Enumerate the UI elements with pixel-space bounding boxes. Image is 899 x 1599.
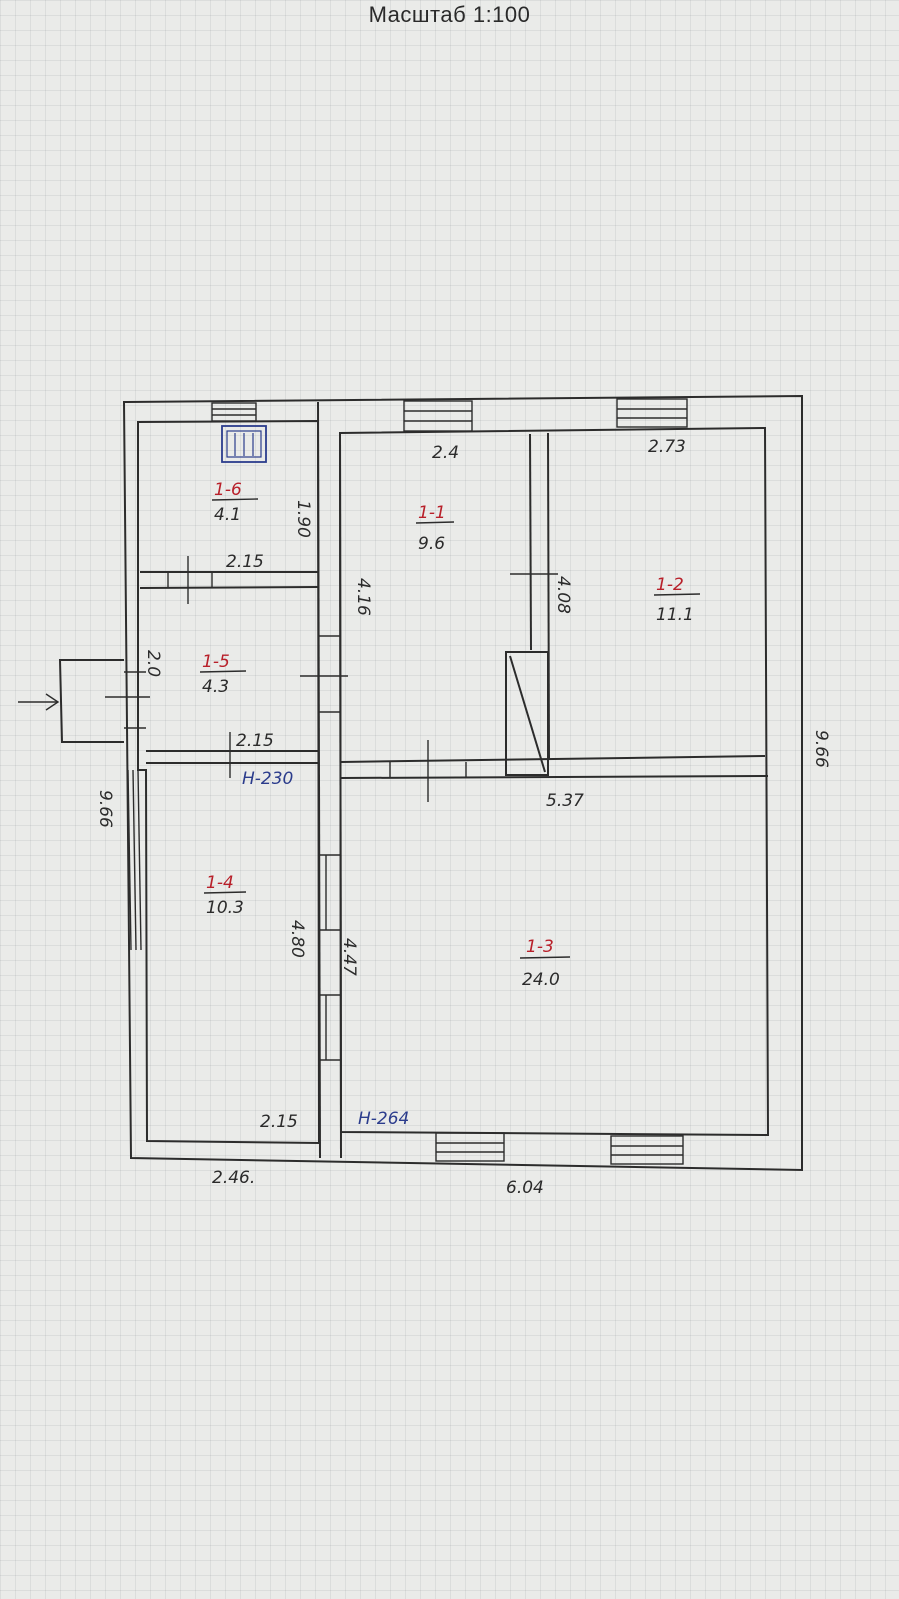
height-marks: H-230 H-264 <box>242 769 409 1129</box>
room-label-1-6: 1-6 4.1 <box>211 480 259 525</box>
room-label-1-3: 1-3 24.0 <box>519 937 571 990</box>
room-area: 10.3 <box>206 898 244 918</box>
room-label-1-5: 1-5 4.3 <box>199 652 247 697</box>
dim-outer-left: 9.66 <box>95 790 115 828</box>
window-top-1-1 <box>403 400 473 432</box>
room-area: 4.1 <box>214 505 241 525</box>
room-label-1-4: 1-4 10.3 <box>203 873 247 918</box>
window-top-1-6 <box>211 402 257 422</box>
stair-block <box>505 651 549 776</box>
window-left-1-4 <box>127 769 142 951</box>
dim-height-1-6: 1.90 <box>293 500 313 538</box>
stove-icon <box>221 425 267 463</box>
dim-bottom-right: 6.04 <box>506 1178 544 1198</box>
room-label-1-1: 1-1 9.6 <box>415 503 455 554</box>
dim-top-1-2: 2.73 <box>648 437 686 457</box>
stair-diagonal <box>509 655 546 773</box>
room-label-1-2: 1-2 11.1 <box>653 575 701 625</box>
room-id: 1-5 <box>202 652 230 672</box>
room-area: 24.0 <box>522 970 560 990</box>
partition-left-inner <box>339 432 342 1159</box>
wall-1-1-1-2-a <box>529 433 532 651</box>
dim-bottom-left: 2.46. <box>212 1168 255 1188</box>
room-id: 1-2 <box>656 575 684 595</box>
height-mark-right: H-264 <box>358 1109 409 1129</box>
wall-upper-lower-b <box>340 775 769 779</box>
dim-height-1-1: 4.16 <box>353 578 373 616</box>
right-block-inner-line <box>338 426 770 1137</box>
scale-title: Масштаб 1:100 <box>368 2 531 27</box>
partition-left <box>317 401 321 1159</box>
dim-width-1-5: 2.15 <box>236 731 274 751</box>
room-id: 1-4 <box>206 873 234 893</box>
room-area: 4.3 <box>202 677 229 697</box>
dimensions: 2.4 2.73 1.90 2.15 2.0 2.15 4.16 4.08 5.… <box>95 437 831 1198</box>
height-mark-left: H-230 <box>242 769 293 789</box>
windows <box>127 398 688 1165</box>
entrance-porch <box>18 659 150 743</box>
dim-width-1-6: 2.15 <box>226 552 264 572</box>
outer-wall-outer-line <box>122 394 803 1172</box>
room-area: 9.6 <box>418 534 445 554</box>
room-id: 1-3 <box>526 937 554 957</box>
window-bottom-1-3-b <box>610 1135 684 1165</box>
dim-outer-right: 9.66 <box>811 730 831 768</box>
outer-walls <box>122 394 803 1172</box>
interior-partitions <box>139 432 769 1061</box>
dim-height-1-4: 4.80 <box>287 920 307 958</box>
window-top-1-2 <box>616 398 688 428</box>
dim-height-1-5: 2.0 <box>143 650 163 677</box>
window-bottom-1-3-a <box>435 1132 505 1162</box>
dim-height-1-3: 4.47 <box>339 938 359 976</box>
dim-height-1-2: 4.08 <box>553 576 573 614</box>
wall-upper-lower-a <box>340 755 766 763</box>
dim-width-1-3: 5.37 <box>546 791 584 811</box>
dim-top-1-1: 2.4 <box>432 443 459 463</box>
entrance-arrow-icon <box>18 693 60 711</box>
room-id: 1-1 <box>418 503 446 523</box>
wall-1-6-1-5-b <box>139 586 319 589</box>
dim-width-1-4: 2.15 <box>260 1112 298 1132</box>
room-id: 1-6 <box>214 480 242 500</box>
room-area: 11.1 <box>656 605 694 625</box>
porch-outline <box>58 659 124 743</box>
